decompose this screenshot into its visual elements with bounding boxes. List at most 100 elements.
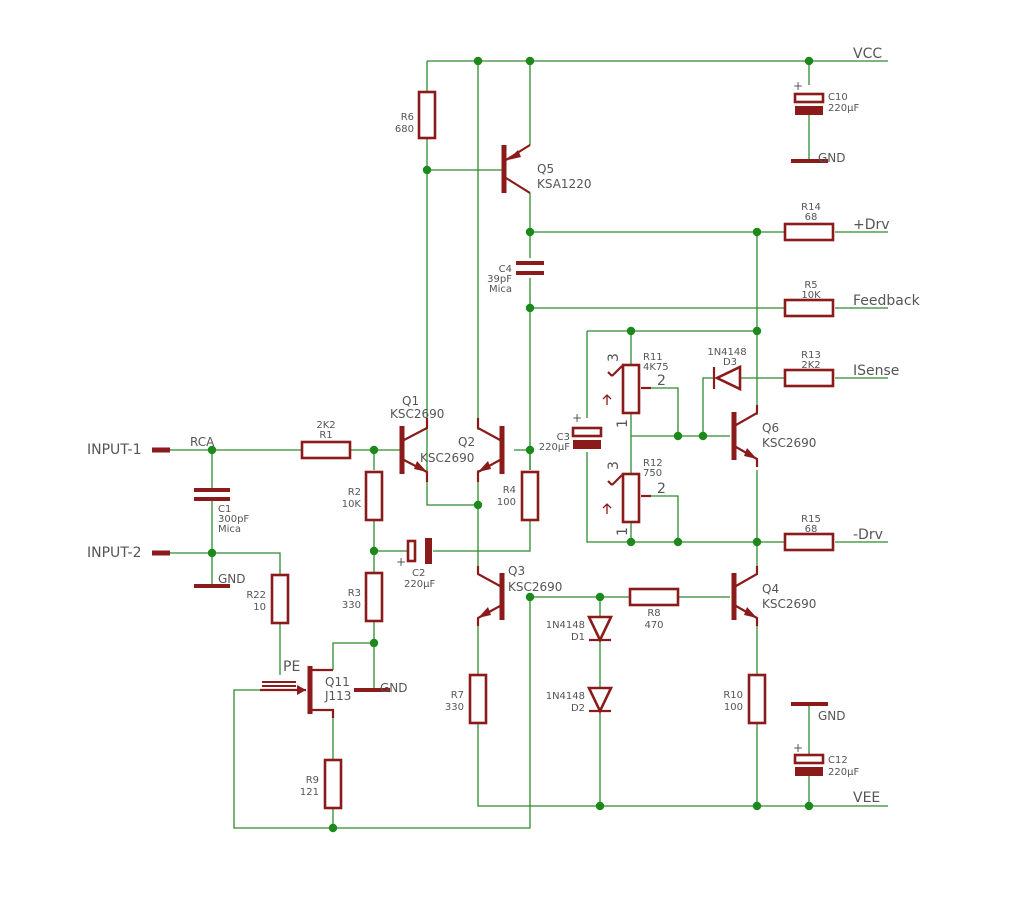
- rca-label: RCA: [190, 435, 215, 449]
- pe-label: PE: [283, 659, 300, 675]
- q11-ref: Q11: [325, 675, 350, 689]
- r6-ref: R6: [401, 112, 414, 123]
- r14-ref: R14: [801, 202, 821, 213]
- r13-ref: R13: [801, 350, 821, 361]
- r1-value: 2K2: [316, 420, 335, 431]
- feedback-label: Feedback: [853, 293, 921, 309]
- r22-value: 10: [253, 602, 266, 613]
- q1-part: KSC2690: [390, 407, 444, 421]
- resistor-r14: R14 68: [783, 202, 835, 242]
- r9-ref: R9: [306, 775, 319, 786]
- q6-part: KSC2690: [762, 436, 816, 450]
- r8-ref: R8: [647, 608, 660, 619]
- drv-pos-label: +Drv: [853, 217, 890, 233]
- r12-pin2: 2: [657, 481, 666, 497]
- c12-polarity: +: [793, 741, 803, 755]
- trimpot-r11: R11 4K75 3 2 1: [602, 352, 669, 428]
- c4-note: Mica: [489, 284, 512, 295]
- q1-ref: Q1: [402, 394, 419, 408]
- q4-part: KSC2690: [762, 597, 816, 611]
- r14-value: 68: [805, 212, 818, 223]
- junctions: [207, 56, 814, 833]
- r7-value: 330: [445, 702, 464, 713]
- jfet-q11: PE Q11 J113: [260, 659, 351, 718]
- d3-part: 1N4148: [707, 347, 746, 358]
- capacitor-c2: + C2 220µF: [396, 538, 435, 590]
- q5-ref: Q5: [537, 162, 554, 176]
- r22-ref: R22: [246, 590, 266, 601]
- c1-note: Mica: [218, 524, 241, 535]
- capacitor-c1: C1 300pF Mica: [194, 488, 249, 535]
- gnd-label-c12: GND: [818, 709, 846, 723]
- r4-value: 100: [497, 497, 516, 508]
- c2-ref: C2: [412, 568, 425, 579]
- r8-value: 470: [644, 620, 663, 631]
- r15-ref: R15: [801, 514, 821, 525]
- c10-polarity: +: [793, 79, 803, 93]
- q4-ref: Q4: [762, 582, 779, 596]
- gnd-label-q11: GND: [380, 681, 408, 695]
- resistor-r7: R7 330: [445, 673, 488, 725]
- input1-label: INPUT-1: [87, 442, 142, 458]
- r7-ref: R7: [451, 690, 464, 701]
- vcc-label: VCC: [853, 46, 882, 62]
- r2-ref: R2: [348, 487, 361, 498]
- c4-value: 39pF: [487, 274, 512, 285]
- r10-ref: R10: [723, 690, 743, 701]
- r11-pin1: 1: [615, 419, 631, 428]
- q5-part: KSA1220: [537, 177, 591, 191]
- trimpot-r12: R12 750 3 2 1: [602, 458, 666, 536]
- c1-ref: C1: [218, 504, 231, 515]
- wires: [170, 60, 888, 829]
- resistor-r8: R8 470: [628, 587, 680, 631]
- c10-value: 220µF: [828, 103, 859, 114]
- q2-part: KSC2690: [420, 451, 474, 465]
- input-connectors: INPUT-1 INPUT-2 RCA: [87, 435, 215, 561]
- r3-ref: R3: [348, 588, 361, 599]
- resistor-r6: R6 680: [395, 90, 437, 140]
- vee-label: VEE: [853, 790, 880, 806]
- c1-value: 300pF: [218, 514, 249, 525]
- q3-part: KSC2690: [508, 580, 562, 594]
- r2-value: 10K: [342, 499, 362, 510]
- c3-value: 220µF: [539, 442, 570, 453]
- d2-part: 1N4148: [546, 691, 585, 702]
- r5-ref: R5: [804, 280, 817, 291]
- r5-value: 10K: [801, 290, 821, 301]
- capacitor-c10: + C10 220µF GND: [791, 79, 859, 165]
- resistor-r15: R15 68: [783, 514, 835, 552]
- r12-pin3: 3: [606, 461, 622, 470]
- resistor-r9: R9 121: [300, 758, 343, 810]
- net-labels: VCC +Drv Feedback ISense -Drv VEE: [853, 46, 921, 806]
- c12-value: 220µF: [828, 767, 859, 778]
- diode-d1: 1N4148 D1: [546, 615, 614, 644]
- r4-ref: R4: [503, 485, 516, 496]
- ground-q11: GND: [354, 681, 408, 695]
- q3-ref: Q3: [508, 564, 525, 578]
- d3-ref: D3: [723, 357, 737, 368]
- d2-ref: D2: [571, 703, 585, 714]
- r11-pin2: 2: [657, 373, 666, 389]
- resistor-r10: R10 100: [723, 673, 767, 725]
- r15-value: 68: [805, 524, 818, 535]
- transistor-q3: Q3 KSC2690: [476, 564, 562, 626]
- c12-ref: C12: [828, 755, 848, 766]
- ground-c1: GND: [194, 572, 246, 588]
- resistor-r1: 2K2 R1: [300, 420, 352, 460]
- transistor-q6: Q6 KSC2690: [731, 405, 816, 467]
- r11-value: 4K75: [643, 362, 669, 373]
- resistor-r22: R22 10: [246, 573, 290, 625]
- r6-value: 680: [395, 124, 414, 135]
- r12-ref: R12: [643, 458, 663, 469]
- c3-ref: C3: [557, 432, 570, 443]
- gnd-label-c10: GND: [818, 151, 846, 165]
- c2-polarity: +: [396, 555, 406, 569]
- transistor-q1: Q1 KSC2690: [390, 394, 444, 482]
- r13-value: 2K2: [801, 360, 820, 371]
- r12-pin1: 1: [615, 527, 631, 536]
- drv-neg-label: -Drv: [853, 527, 883, 543]
- gnd-label-c1: GND: [218, 572, 246, 586]
- diode-d3: 1N4148 D3: [707, 347, 747, 392]
- c4-ref: C4: [499, 264, 512, 275]
